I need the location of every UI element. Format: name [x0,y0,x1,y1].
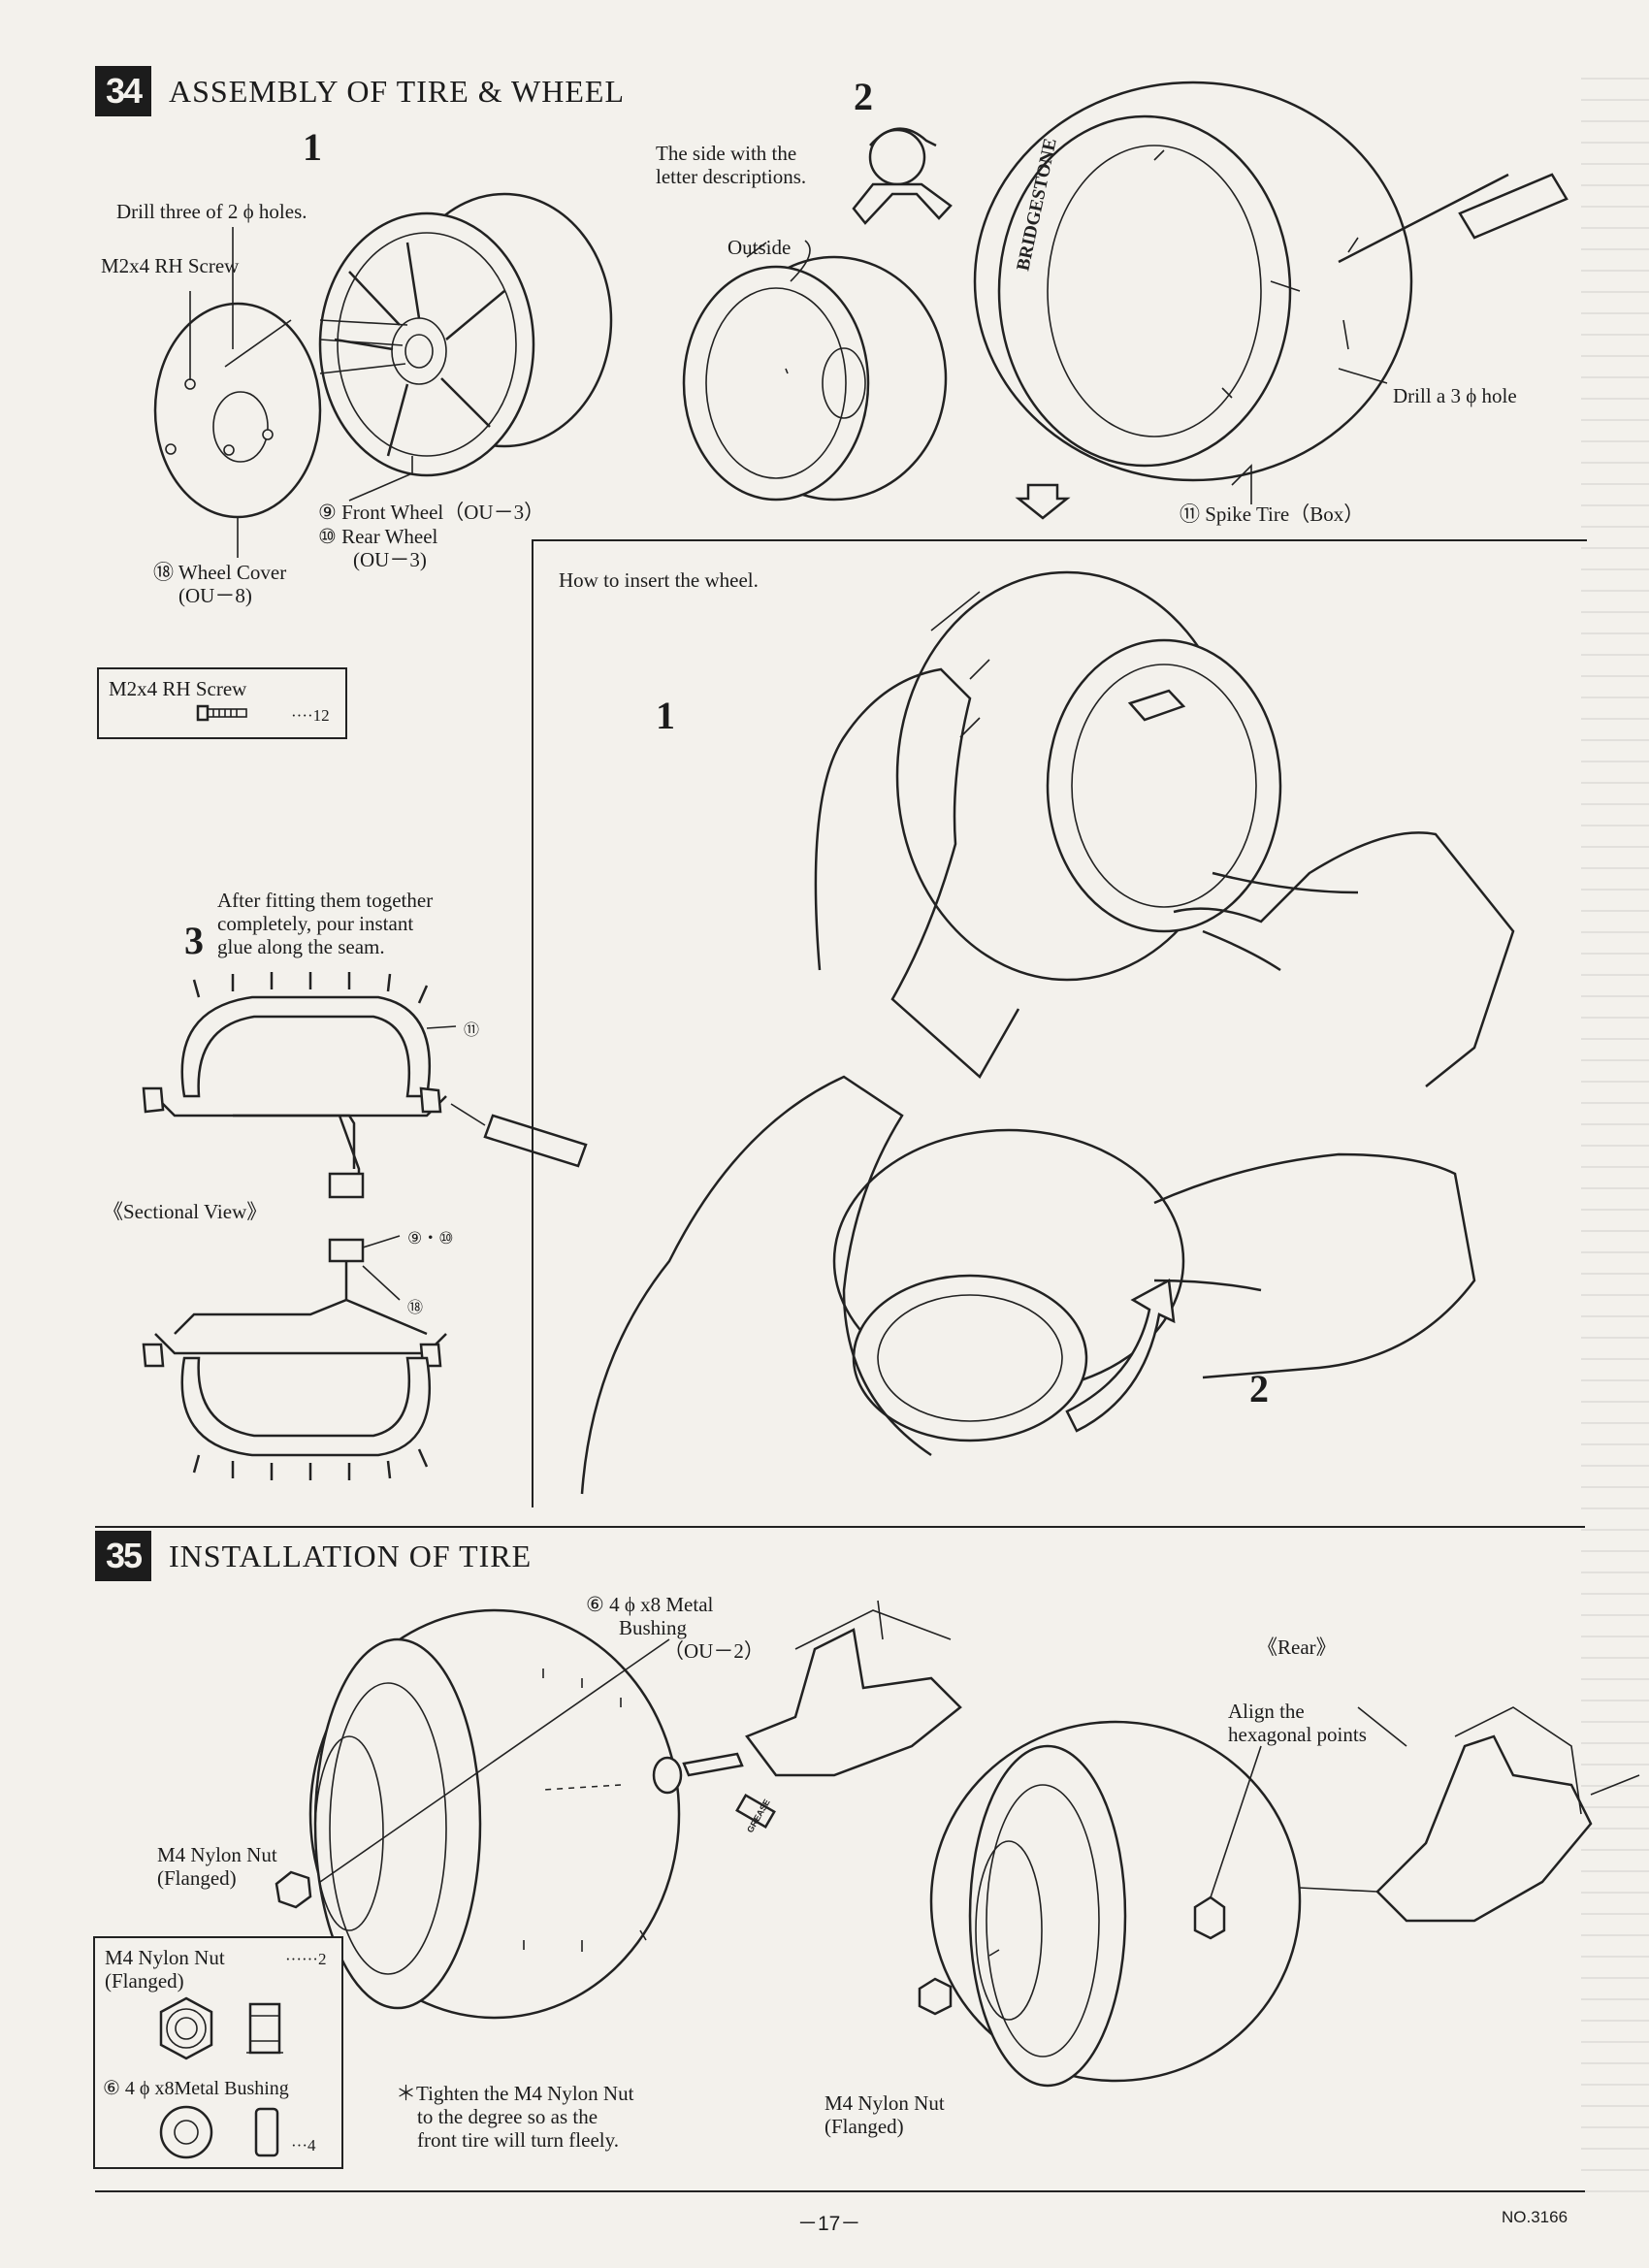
screw-parts-qty: ····12 [291,706,330,725]
tighten-note-2: to the degree so as the [417,2105,598,2128]
bushing-parts-name: ⑥ 4 ϕ x8Metal Bushing [103,2078,289,2099]
nut-parts-name-1: M4 Nylon Nut [105,1946,225,1969]
footer-rule [95,2190,1585,2192]
flanged-nut-icon [159,1996,283,2060]
section-35-header: 35 INSTALLATION OF TIRE [95,1531,532,1581]
side-note-line-1: The side with the [656,142,797,165]
screw-icon [196,704,247,722]
mascot-icon [852,127,953,225]
nut-parts-qty: ······2 [285,1950,327,1968]
section-35-number: 35 [95,1531,151,1581]
rear-wheel-code: (OU－3) [353,548,427,571]
bushing-parts-qty: ···4 [291,2136,316,2155]
insert-panel-left-border [532,539,534,1507]
screw-parts-name: M2x4 RH Screw [109,677,247,700]
nut-parts-box: M4 Nylon Nut (Flanged) ······2 ⑥ 4 ϕ x8M… [93,1936,343,2169]
section-34-title: ASSEMBLY OF TIRE & WHEEL [169,73,625,109]
sectional-view-label: 《Sectional View》 [103,1200,268,1223]
bushing-label-3: （OU－2） [663,1639,764,1663]
step-3-number: 3 [184,919,204,962]
side-note-line-2: letter descriptions. [656,165,807,188]
step-3-note-2: completely, pour instant [217,912,414,935]
rear-wheel-label: ⑩ Rear Wheel [318,525,438,548]
step-2-number: 2 [854,75,873,118]
nut-left-label-2: (Flanged) [157,1866,237,1890]
front-wheel-label: ⑨ Front Wheel（OU－3） [318,501,545,524]
bleed-through-shadow [1581,58,1649,2192]
wheel-cover-code: (OU－8) [178,584,252,607]
document-number: NO.3166 [1502,2208,1568,2226]
callout-wheel: ⑨・⑩ [407,1229,454,1247]
page-number: －17－ [797,2213,861,2235]
drill-hole-label: Drill a 3 ϕ hole [1393,384,1517,407]
tighten-note-1: ＊Tighten the M4 Nylon Nut [396,2082,634,2105]
insert-title: How to insert the wheel. [559,568,759,592]
spike-tire-label: ⑪ Spike Tire（Box） [1180,502,1365,526]
callout-cover: ⑱ [407,1300,424,1316]
bushing-label-1: ⑥ 4 ϕ x8 Metal [586,1593,714,1616]
insert-step-1-number: 1 [656,694,675,737]
step-3-note-3: glue along the seam. [217,935,385,958]
section-34-number: 34 [95,66,151,116]
drill-note: Drill three of 2 ϕ holes. [116,200,307,223]
nut-parts-name-2: (Flanged) [105,1969,184,1993]
screw-parts-box: M2x4 RH Screw ····12 [97,667,347,739]
section-35-title: INSTALLATION OF TIRE [169,1538,533,1573]
screw-label: M2x4 RH Screw [101,254,240,277]
align-label-2: hexagonal points [1228,1723,1367,1746]
step-3-note-1: After fitting them together [217,889,434,912]
rear-label: 《Rear》 [1257,1636,1337,1659]
nut-left-label-1: M4 Nylon Nut [157,1843,277,1866]
align-label-1: Align the [1228,1700,1305,1723]
section-divider [95,1526,1585,1528]
bushing-label-2: Bushing [619,1616,688,1639]
step-1-number: 1 [303,125,322,169]
metal-bushing-icon [159,2105,279,2159]
nut-right-label-2: (Flanged) [824,2115,904,2138]
wheel-cover-label: ⑱ Wheel Cover [153,561,287,584]
callout-tire: ⑪ [464,1022,480,1039]
nut-right-label-1: M4 Nylon Nut [824,2091,945,2115]
insert-step-2-number: 2 [1249,1367,1269,1410]
tighten-note-3: front tire will turn fleely. [417,2128,619,2152]
section-34-header: 34 ASSEMBLY OF TIRE & WHEEL [95,66,625,116]
insert-panel-top-border [532,539,1587,541]
